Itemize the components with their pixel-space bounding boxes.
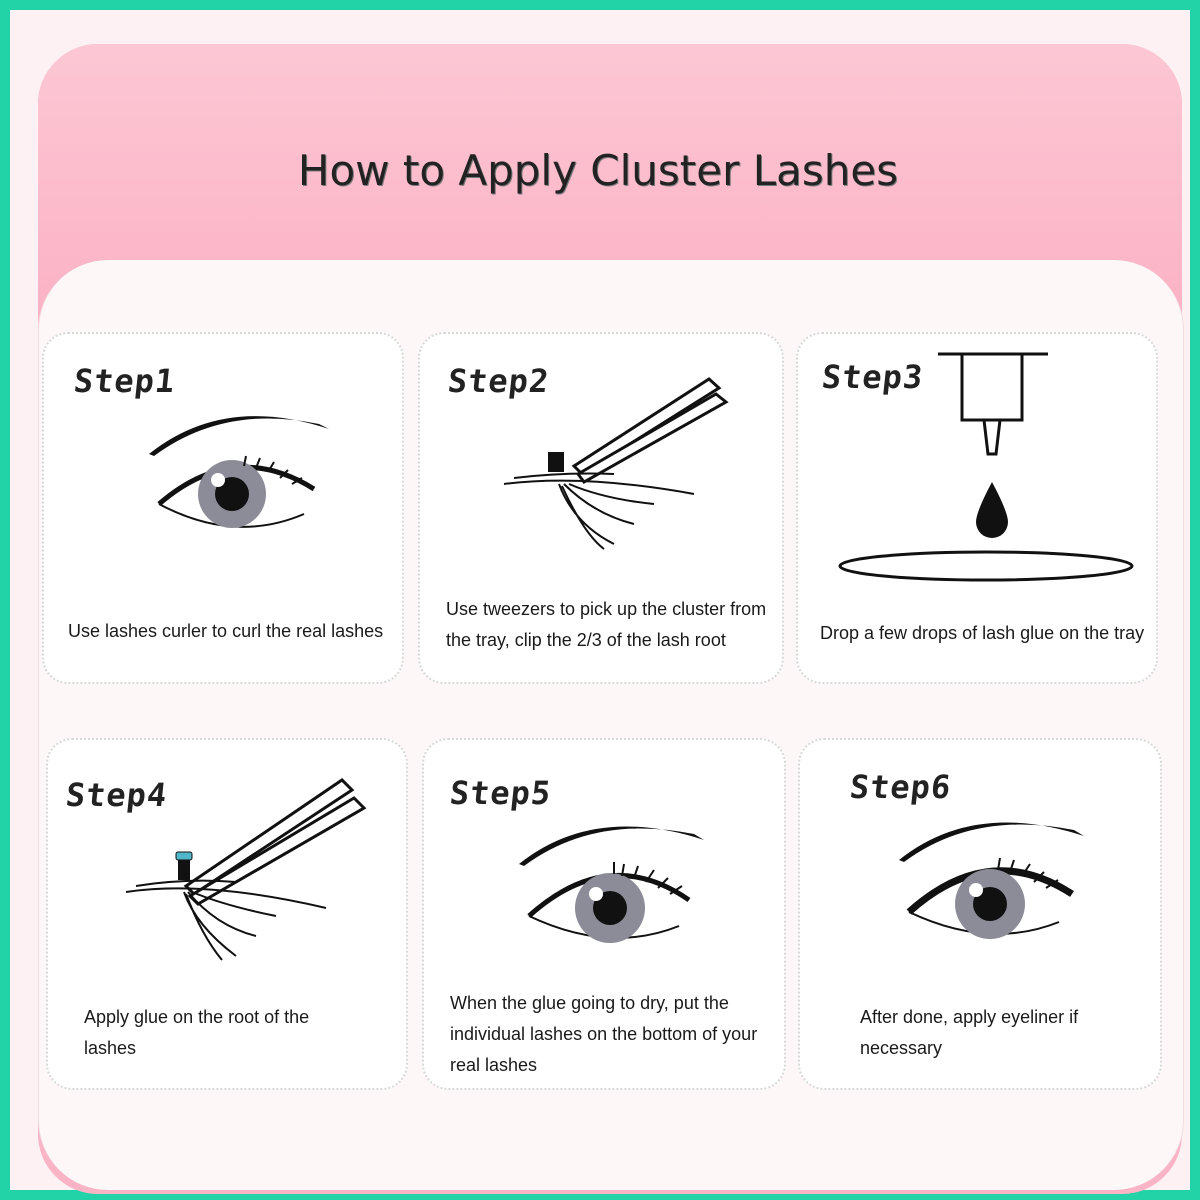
step-caption-4: Apply glue on the root of the lashes [84,1007,310,1058]
step-caption-3: Drop a few drops of lash glue on the tra… [820,623,1145,643]
eye-lashes-bottom-icon [519,826,704,943]
step-card-4: Step4 Apply glue on the root of the lash… [46,738,408,1090]
step-card-3: Step3 Drop a few drops of lash glue on t… [796,332,1158,684]
tweezers-glue-icon [125,778,367,961]
eye-eyeliner-icon [899,822,1084,939]
step-caption-2: Use tweezers to pick up the cluster from… [446,599,767,650]
step-card-6: Step6 After done, apply eyeliner if nece… [798,738,1162,1090]
step-card-1: Step1 Use lashes curler to curl the real… [42,332,404,684]
step-card-2: Step2 Use tweezers to pick up the cluste… [418,332,784,684]
step-caption-6: After done, apply eyeliner if necessary [860,1007,1079,1058]
step-caption-5: When the glue going to dry, put the indi… [450,993,758,1075]
eye-icon [149,416,329,528]
glue-drop-icon [838,352,1134,582]
page-title: How to Apply Cluster Lashes [297,146,899,195]
step-card-5: Step5 When the glue going to dry, put th… [422,738,786,1090]
step-caption-1: Use lashes curler to curl the real lashe… [68,621,384,641]
tweezers-cluster-icon [503,377,729,550]
